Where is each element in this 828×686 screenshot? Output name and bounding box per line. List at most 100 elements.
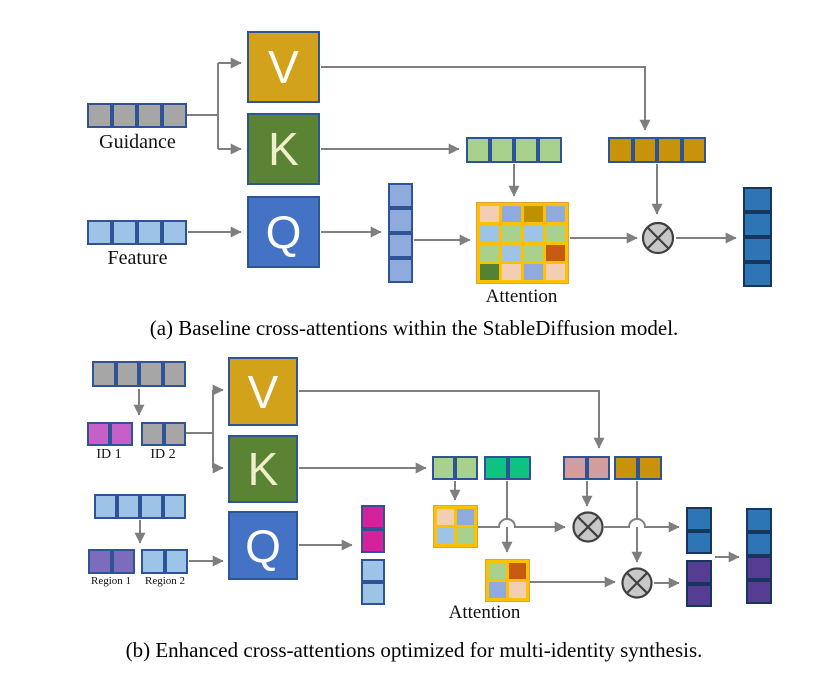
output-id1-column [686, 507, 712, 554]
token-cell [88, 549, 112, 574]
matmul-icon [572, 511, 604, 543]
feature-token-row [87, 220, 187, 245]
id2-token-row [141, 422, 186, 446]
token-cell [546, 263, 565, 280]
token-cell [162, 220, 187, 245]
token-cell [437, 509, 454, 525]
token-cell [538, 137, 562, 163]
token-cell [743, 262, 772, 287]
token-cell [743, 187, 772, 212]
value-projection-box: V [228, 357, 298, 426]
token-cell [388, 258, 413, 283]
token-cell [163, 494, 186, 519]
token-cell [141, 549, 165, 574]
key-id2-token-row [484, 456, 531, 480]
guidance-label: Guidance [99, 131, 176, 153]
query-projection-box: Q [247, 196, 320, 268]
token-cell [94, 494, 117, 519]
token-cell [686, 507, 712, 531]
token-cell [361, 559, 385, 582]
feature-token-row [94, 494, 186, 519]
caption-b: (b) Enhanced cross-attentions optimized … [125, 638, 703, 662]
token-cell [139, 361, 163, 387]
caption-a: (a) Baseline cross-attentions within the… [149, 316, 679, 340]
token-cell [507, 456, 531, 480]
region2-token-row [141, 549, 188, 574]
id1-label: ID 1 [96, 447, 122, 462]
token-cell [586, 456, 610, 480]
key-id1-token-row [432, 456, 478, 480]
value-id2-token-row [614, 456, 662, 480]
token-cell [115, 361, 139, 387]
token-cell [490, 137, 514, 163]
token-cell [112, 103, 137, 128]
token-cell [686, 530, 712, 554]
token-cell [137, 220, 162, 245]
output-column [743, 187, 772, 287]
attention-matrix-id2 [485, 559, 530, 602]
id2-label: ID 2 [150, 447, 176, 462]
query-projection-box: Q [228, 511, 298, 580]
token-cell [743, 212, 772, 237]
token-cell [546, 225, 565, 242]
token-cell [432, 456, 455, 480]
matmul-icon [641, 221, 675, 255]
token-cell [163, 422, 186, 446]
token-cell [87, 103, 112, 128]
id1-token-row [87, 422, 133, 446]
token-cell [657, 137, 682, 163]
token-cell [489, 563, 506, 579]
token-cell [509, 582, 526, 598]
token-cell [546, 244, 565, 261]
token-cell [466, 137, 490, 163]
token-cell [164, 549, 188, 574]
token-cell [361, 505, 385, 529]
token-cell [112, 220, 137, 245]
token-cell [140, 494, 163, 519]
token-cell [743, 237, 772, 262]
token-cell [524, 206, 543, 223]
token-cell [563, 456, 587, 480]
token-cell [502, 225, 521, 242]
token-cell [480, 225, 499, 242]
merged-output-column [746, 508, 772, 604]
token-cell [632, 137, 657, 163]
key-projection-box: K [247, 113, 320, 185]
region1-token-row [88, 549, 135, 574]
token-cell [361, 582, 385, 605]
key-projection-box: K [228, 435, 298, 503]
token-cell [388, 183, 413, 208]
token-cell [686, 583, 712, 607]
token-cell [480, 206, 499, 223]
value-id1-token-row [563, 456, 610, 480]
token-cell [524, 225, 543, 242]
token-cell [388, 233, 413, 258]
token-cell [608, 137, 633, 163]
attention-matrix [476, 202, 569, 284]
token-cell [87, 220, 112, 245]
token-cell [457, 509, 474, 525]
token-cell [437, 528, 454, 544]
token-cell [502, 206, 521, 223]
token-cell [480, 244, 499, 261]
query-column [388, 183, 413, 283]
region2-label: Region 2 [144, 575, 186, 587]
token-cell [457, 528, 474, 544]
token-cell [162, 361, 186, 387]
key-token-row [466, 137, 562, 163]
token-cell [111, 549, 135, 574]
token-cell [746, 556, 772, 580]
token-cell [502, 244, 521, 261]
token-cell [455, 456, 478, 480]
token-cell [92, 361, 116, 387]
token-cell [484, 456, 508, 480]
token-cell [162, 103, 187, 128]
token-cell [87, 422, 110, 446]
token-cell [117, 494, 140, 519]
token-cell [638, 456, 662, 480]
guidance-token-row [92, 361, 186, 387]
attention-matrix-id1 [433, 505, 478, 548]
matmul-icon [621, 567, 653, 599]
token-cell [509, 563, 526, 579]
guidance-token-row [87, 103, 187, 128]
